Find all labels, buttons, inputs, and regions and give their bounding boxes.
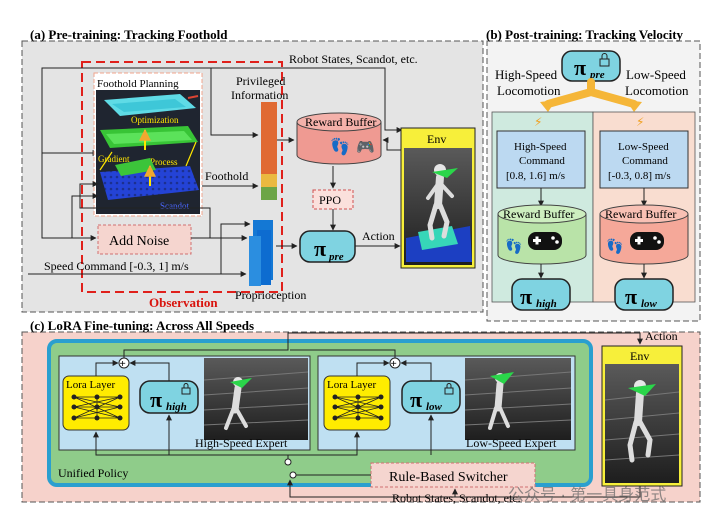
watermark: 公众号 · 第一具身范式 xyxy=(508,486,666,504)
high-speed-loco-1: High-Speed xyxy=(495,67,558,82)
stairs-image-high xyxy=(203,358,309,440)
proprioception-bar xyxy=(249,220,273,286)
policy-high-b: π high xyxy=(511,278,571,311)
ppo-box xyxy=(312,189,354,210)
env-a-label: Env xyxy=(427,132,446,146)
gamepad-icon: 🎮 xyxy=(356,139,375,156)
robot-states-label: Robot States, Scandot, etc. xyxy=(289,52,418,66)
lock-icon xyxy=(181,383,191,395)
high-cmd-1: High-Speed xyxy=(514,141,567,153)
low-cmd-1: Low-Speed xyxy=(618,141,669,153)
policy-pi: π xyxy=(314,236,326,261)
panel-pretraining: (a) Pre-training: Tracking Foothold Obse… xyxy=(21,27,484,313)
action-label-c: Action xyxy=(645,329,678,343)
process-label: Process xyxy=(150,157,178,167)
lightning-icon: ⚡ xyxy=(636,115,644,129)
panel-b-title: (b) Post-training: Tracking Velocity xyxy=(486,27,684,42)
high-cmd-2: Command xyxy=(519,155,565,167)
reward-buffer-high-label: Reward Buffer xyxy=(503,207,574,221)
lora-layer-low-label: Lora Layer xyxy=(327,379,376,391)
low-speed-loco-1: Low-Speed xyxy=(626,67,686,82)
privileged-label-2: Information xyxy=(231,88,288,102)
privileged-label-1: Privileged xyxy=(236,74,285,88)
plus-sign-low: + xyxy=(391,358,397,370)
reward-buffer-a: Reward Buffer 👣 🎮 xyxy=(296,112,382,165)
lora-layer-high-label: Lora Layer xyxy=(66,379,115,391)
panel-a-title: (a) Pre-training: Tracking Foothold xyxy=(30,27,228,42)
lora-layer-low: Lora Layer xyxy=(323,375,391,431)
policy-sub-high-c: high xyxy=(166,401,187,413)
proprioception-label: Proprioception xyxy=(235,288,306,302)
rule-based-switcher-label: Rule-Based Switcher xyxy=(389,470,508,485)
policy-pre-b: π pre xyxy=(561,50,621,82)
gamepad-icon xyxy=(630,232,664,250)
high-speed-loco-2: Locomotion xyxy=(497,83,561,98)
policy-sub-low-c: low xyxy=(426,401,443,413)
reward-buffer-low-label: Reward Buffer xyxy=(605,207,676,221)
panel-lora: (c) LoRA Fine-tuning: Across All Speeds … xyxy=(21,318,701,505)
footprints-icon: 👣 xyxy=(505,237,522,255)
add-noise-box xyxy=(97,224,192,255)
panel-posttraining: (b) Post-training: Tracking Velocity π p… xyxy=(486,27,701,322)
reward-buffer-high: Reward Buffer 👣 xyxy=(497,204,587,265)
unified-policy-label: Unified Policy xyxy=(58,466,128,480)
footprints-icon: 👣 xyxy=(330,137,350,156)
env-c: Env xyxy=(601,345,683,487)
scandot-label: Scandot xyxy=(160,201,189,211)
privileged-bar xyxy=(261,102,277,200)
policy-pi-b: π xyxy=(574,55,586,80)
policy-low-c: π low xyxy=(401,380,461,414)
lightning-icon: ⚡ xyxy=(534,115,542,129)
policy-pi-low-c: π xyxy=(410,387,422,412)
gamepad-icon xyxy=(528,232,562,250)
speed-command-label: Speed Command [-0.3, 1] m/s xyxy=(44,259,189,273)
low-cmd-2: Command xyxy=(622,155,668,167)
stairs-image-low xyxy=(464,358,572,440)
foothold-label: Foothold xyxy=(205,169,248,183)
high-cmd-3: [0.8, 1.6] m/s xyxy=(506,170,565,182)
lora-layer-high: Lora Layer xyxy=(62,375,130,431)
policy-sub-high: high xyxy=(536,298,557,310)
high-expert-label: High-Speed Expert xyxy=(195,436,288,450)
gradient-label: Gradient xyxy=(98,154,130,164)
low-cmd-3: [-0.3, 0.8] m/s xyxy=(608,170,671,182)
policy-sub-b: pre xyxy=(589,69,605,81)
observation-label: Observation xyxy=(149,295,218,310)
optimization-label: Optimization xyxy=(131,115,179,125)
low-speed-loco-2: Locomotion xyxy=(625,83,689,98)
foothold-planning-label: Foothold Planning xyxy=(97,78,179,90)
lock-icon xyxy=(444,383,454,395)
policy-pi-low: π xyxy=(625,284,637,309)
high-speed-command-box xyxy=(496,130,586,189)
low-expert-label: Low-Speed Expert xyxy=(466,436,557,450)
policy-pre-a: π pre xyxy=(299,230,356,263)
policy-high-c: π high xyxy=(139,380,199,414)
lock-icon xyxy=(599,53,610,67)
policy-low-b: π low xyxy=(614,278,674,311)
policy-pi-high: π xyxy=(520,284,532,309)
foothold-planning: Foothold Planning Optimization Gradient … xyxy=(93,72,203,217)
action-label-a: Action xyxy=(362,229,395,243)
low-speed-command-box xyxy=(599,130,689,189)
plus-sign-high: + xyxy=(120,358,126,370)
env-a: Env xyxy=(400,127,476,269)
reward-buffer-a-label: Reward Buffer xyxy=(305,115,376,129)
observation-box xyxy=(81,61,283,293)
policy-sub: pre xyxy=(328,251,344,263)
panel-c-title: (c) LoRA Fine-tuning: Across All Speeds xyxy=(30,318,254,333)
add-noise-label: Add Noise xyxy=(109,234,169,249)
policy-pi-high-c: π xyxy=(150,387,162,412)
robot-states-label-c: Robot States, Scandot, etc. xyxy=(392,491,521,505)
reward-buffer-low: Reward Buffer 👣 xyxy=(599,204,689,265)
rule-based-switcher-box xyxy=(370,462,536,488)
robot-states-line xyxy=(41,67,403,153)
footprints-icon: 👣 xyxy=(606,237,623,255)
ppo-label: PPO xyxy=(319,193,341,207)
policy-sub-low: low xyxy=(641,298,658,310)
env-c-label: Env xyxy=(630,349,649,363)
